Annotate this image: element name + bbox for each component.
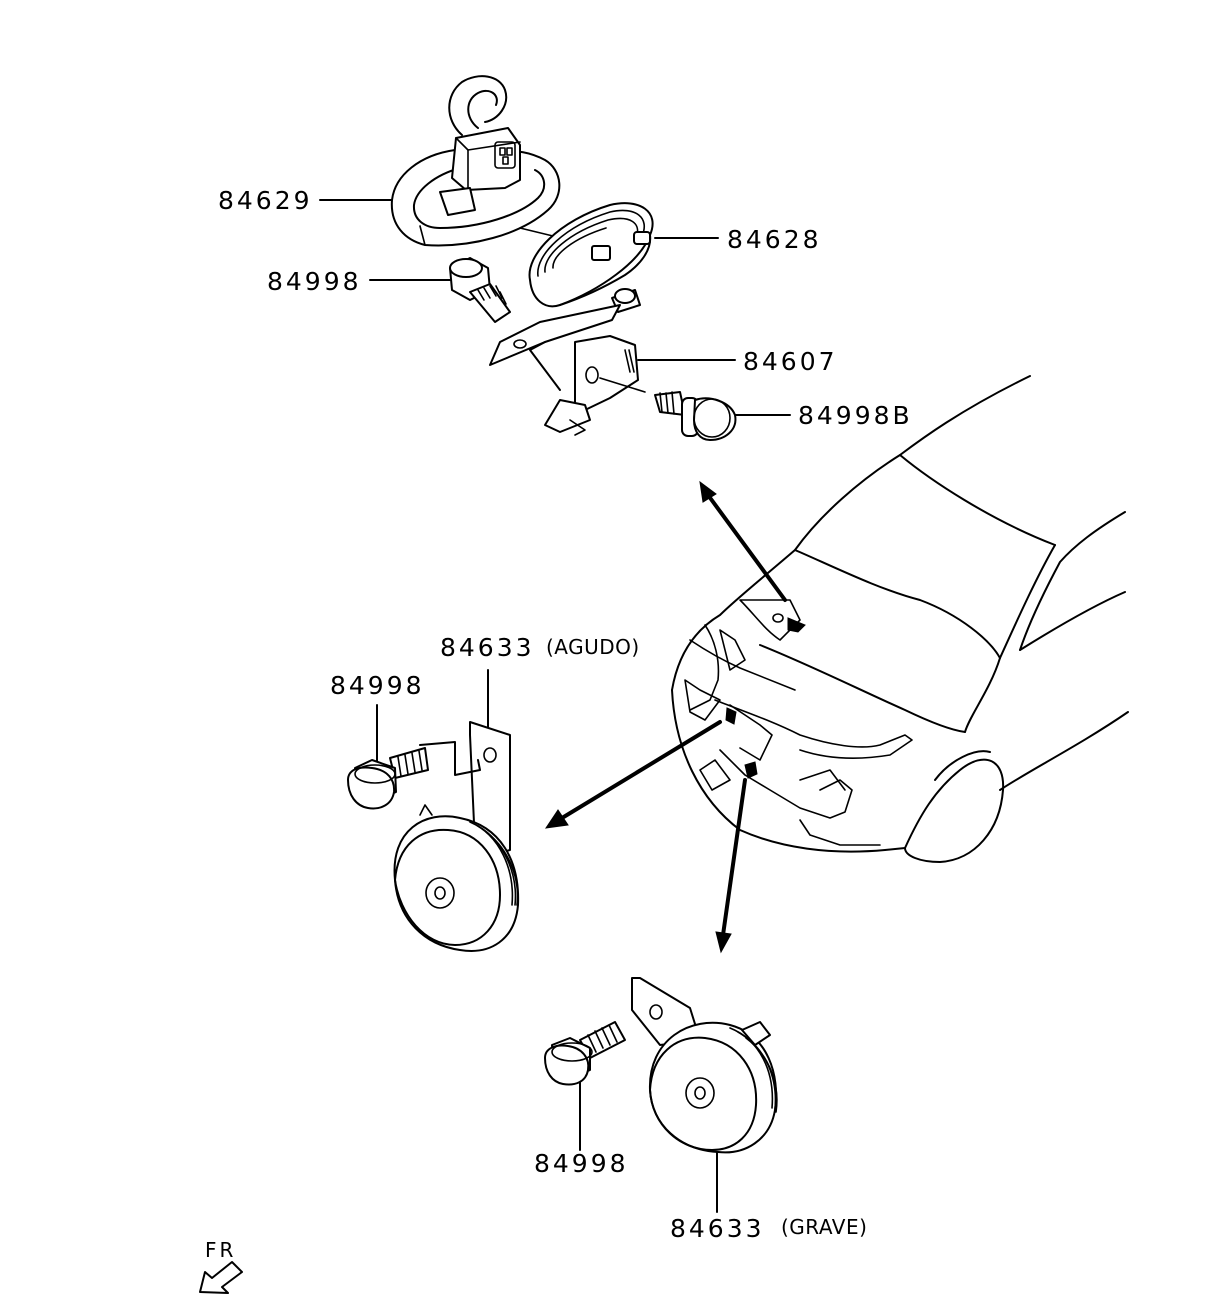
harness-84629 [390,75,591,247]
label-horn-high-number: 84633 [440,633,535,662]
bracket-84607 [489,304,646,436]
bolt-84998-bottom [544,1021,626,1086]
label-bolt-bottom: 84998 [534,1149,629,1178]
pointer-arrows [544,480,787,954]
bolt-84998-upper [449,257,511,323]
leader-lines [319,199,791,1213]
horn-84633-agudo [393,721,520,952]
vehicle-outline [671,375,1129,863]
label-front: FR [205,1238,237,1262]
label-bolt-left: 84998 [330,671,425,700]
label-horn-high-note: (AGUDO) [546,635,640,659]
label-bolt-upper: 84998 [267,267,362,296]
horn-84628 [528,202,654,313]
label-horn-low-note: (GRAVE) [781,1215,868,1239]
bolt-84998-left [347,747,429,810]
front-direction-arrow-icon [199,1261,243,1294]
bolt-84998b [654,391,737,441]
horn-84633-grave [631,977,778,1154]
label-horn-low-number: 84633 [670,1214,765,1243]
label-harness: 84629 [218,186,313,215]
label-bracket: 84607 [743,347,838,376]
label-bolt-b: 84998B [798,401,913,430]
label-horn-upper: 84628 [727,225,822,254]
